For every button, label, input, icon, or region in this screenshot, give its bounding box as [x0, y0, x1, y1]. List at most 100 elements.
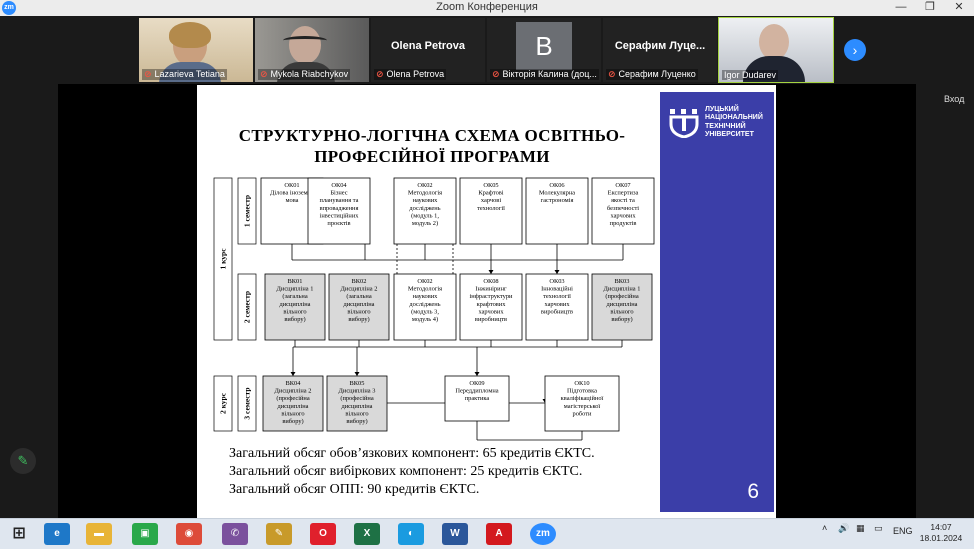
diagram-box-text: харчові [481, 197, 501, 204]
title-bar: zm Zoom Конференция — ❐ ✕ [0, 0, 974, 17]
diagram-box-text: досліджень [409, 301, 440, 308]
diagram-box-text: (загальна [346, 293, 372, 300]
diagram-box-text: Методологія [408, 190, 442, 197]
chevron-right-icon[interactable]: › [844, 39, 866, 61]
diagram-box-text: (модуль 3, [411, 308, 439, 315]
excel-icon[interactable]: X [354, 523, 380, 545]
diagram-box-vk05 [326, 375, 388, 432]
diagram-box-ok05 [459, 177, 523, 245]
university-name-line: ЛУЦЬКИЙ [705, 106, 739, 113]
diagram-box-text: практика [465, 395, 490, 402]
diagram-box-text: мова [285, 197, 298, 204]
participant-tile-lazarieva[interactable]: ⊘Lazarieva Tetiana [139, 18, 253, 82]
battery-icon[interactable]: ▭ [874, 523, 883, 533]
diagram-box-text: технології [543, 293, 571, 300]
pencil-icon[interactable]: ✎ [10, 448, 36, 474]
diagram-box-text: ОК02 [417, 182, 432, 189]
participant-name: ⊘Olena Petrova [374, 69, 447, 80]
slide-page-number: 6 [747, 480, 759, 503]
chrome-icon[interactable]: ◉ [176, 523, 202, 545]
diagram-box-text: роботи [573, 410, 593, 417]
mic-muted-icon: ⊘ [376, 69, 384, 79]
diagram-box-text: ВК05 [350, 380, 365, 387]
diagram-box-text: Підготовка [567, 388, 597, 395]
diagram-box-text: якості та [611, 197, 635, 204]
language-indicator[interactable]: ENG [893, 526, 913, 536]
participant-name: ⊘Lazarieva Tetiana [142, 69, 227, 80]
semester3-label-frame [237, 375, 257, 432]
diagram-box-text: проєктів [327, 220, 350, 227]
diagram-box-text: Інжиніринг [475, 286, 507, 293]
diagram-box-text: впровадження [320, 205, 359, 212]
summary-line: Загальний обсяг ОПП: 90 кредитів ЄКТС. [229, 482, 480, 497]
university-name: ЛУЦЬКИЙ НАЦІОНАЛЬНИЙ ТЕХНІЧНИЙ УНІВЕРСИТ… [705, 106, 773, 140]
participant-tile-kalyna[interactable]: В ⊘Вікторія Калина (доц... [487, 18, 601, 82]
brush-icon[interactable]: ✎ [266, 523, 292, 545]
diagram-box-text: харчових [610, 212, 636, 219]
diagram-box-text: ОК09 [469, 380, 484, 387]
diagram-box-ok07 [591, 177, 655, 245]
participant-tile-dudarev[interactable]: Igor Dudarev [718, 17, 834, 83]
zoom-icon[interactable]: zm [530, 523, 556, 545]
summary-line: Загальний обсяг обов’язкових компонент: … [229, 446, 595, 461]
diagram-box-text: вибору) [282, 418, 303, 425]
mic-muted-icon: ⊘ [608, 69, 616, 79]
exit-label[interactable]: Вход [944, 94, 965, 104]
store-icon[interactable]: ▣ [132, 523, 158, 545]
folder-icon[interactable]: ▬ [86, 523, 112, 545]
participant-name: Igor Dudarev [722, 70, 779, 80]
network-icon[interactable]: ▦ [856, 523, 865, 533]
opera-icon[interactable]: O [310, 523, 336, 545]
diagram-box-text: вільного [610, 308, 633, 315]
clock[interactable]: 14:07 18.01.2024 [919, 522, 963, 544]
diagram-box-text: крафтових [477, 301, 507, 308]
diagram-box-text: (професійна [605, 293, 639, 300]
arrow-head [474, 372, 480, 376]
diagram-box-vk01 [264, 273, 326, 341]
participant-tile-lutsenko[interactable]: Серафим Луце... ⊘Серафим Луценко [603, 18, 717, 82]
participant-display-name: Olena Petrova [391, 40, 465, 52]
slide-title: СТРУКТУРНО-ЛОГІЧНА СХЕМА ОСВІТНЬО- ПРОФЕ… [217, 125, 647, 167]
word-icon[interactable]: W [442, 523, 468, 545]
maximize-button[interactable]: ❐ [925, 1, 935, 13]
diagram-box-text: дисципліна [607, 301, 638, 308]
close-button[interactable]: ✕ [954, 1, 964, 13]
windows-icon[interactable]: ⊞ [12, 525, 26, 542]
diagram-box-text: інвестиційних [320, 212, 360, 219]
participant-tile-riabchykov[interactable]: ⊘Mykola Riabchykov [255, 18, 369, 82]
edge-icon[interactable]: ◐ [398, 523, 424, 545]
minimize-button[interactable]: — [895, 1, 907, 13]
university-name-line: НАЦІОНАЛЬНИЙ [705, 114, 763, 122]
diagram-box-text: гастрономія [541, 197, 574, 204]
diagram-box-text: модуль 4) [412, 316, 438, 323]
diagram-box-text: вільного [281, 410, 304, 417]
window-title: Zoom Конференция [436, 1, 538, 13]
speaker-icon[interactable]: 🔊 [838, 523, 850, 533]
diagram-box-text: модуль 2) [412, 220, 438, 227]
viber-icon[interactable]: ✆ [222, 523, 248, 545]
diagram-box-ok06 [525, 177, 589, 245]
zoom-logo-icon: zm [2, 1, 16, 15]
course1-label-frame [213, 177, 233, 341]
diagram-box-text: (загальна [282, 293, 308, 300]
university-panel: ЛУЦЬКИЙ НАЦІОНАЛЬНИЙ ТЕХНІЧНИЙ УНІВЕРСИТ… [660, 92, 774, 512]
diagram-box-text: (модуль 1, [411, 212, 439, 219]
pdf-icon[interactable]: A [486, 523, 512, 545]
diagram-box-text: Крафтові [478, 190, 503, 197]
diagram-box-text: виробництв [475, 316, 507, 323]
ie-icon[interactable]: e [44, 523, 70, 545]
participant-tile-petrova[interactable]: Olena Petrova ⊘Olena Petrova [371, 18, 485, 82]
diagram-box-text: вибору) [284, 316, 305, 323]
diagram-box-text: ОК07 [615, 182, 631, 189]
course1-label: 1 курс [219, 248, 228, 270]
participant-strip: ⊘Lazarieva Tetiana ⊘Mykola Riabchykov Ol… [0, 16, 974, 84]
diagram-box-text: харчових [544, 301, 570, 308]
diagram-box-text: Експертиза [608, 190, 639, 197]
diagram-box-text: Молекулярна [539, 190, 575, 197]
diagram-box-text: продуктів [610, 220, 637, 227]
diagram-box-text: Бізнес [330, 190, 347, 197]
diagram-box-ok02a [393, 177, 457, 245]
chevron-up-icon[interactable]: ˄ [822, 523, 828, 533]
